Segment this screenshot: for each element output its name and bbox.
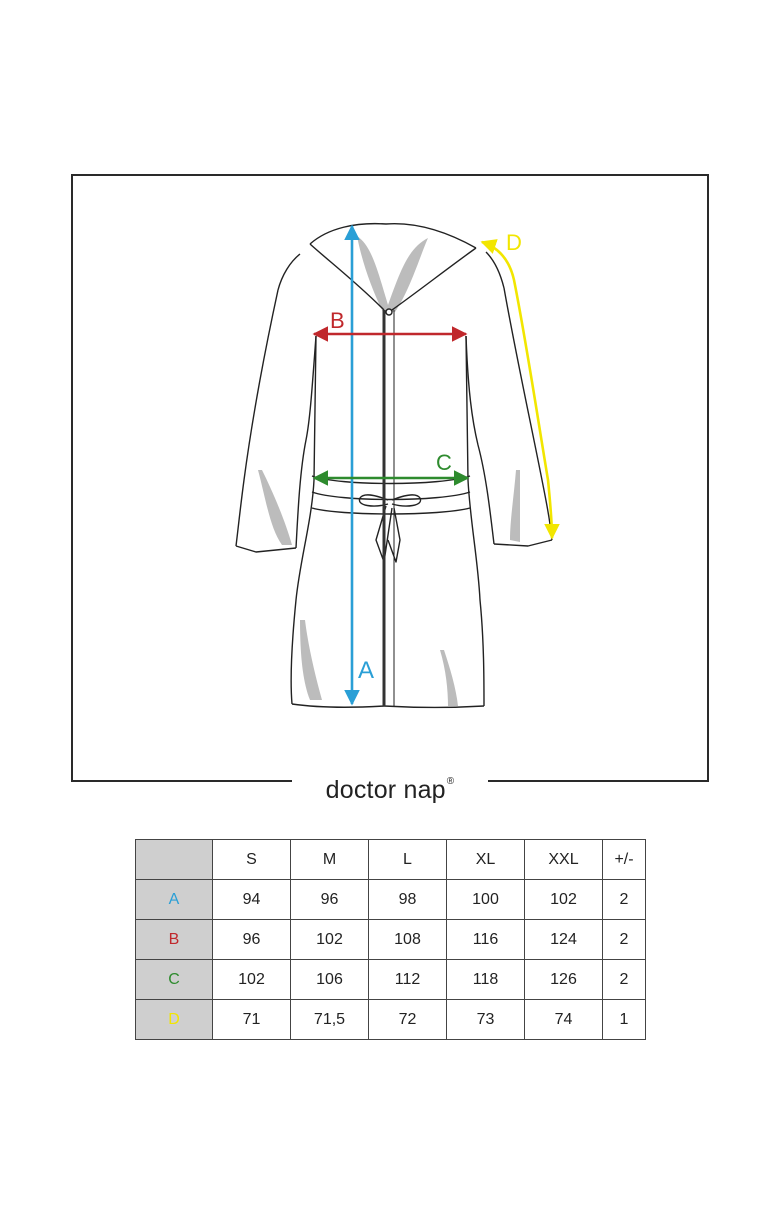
- table-cell: 74: [524, 999, 603, 1040]
- header-row: S M L XL XXL +/-: [135, 839, 646, 880]
- measure-b: B: [312, 308, 468, 342]
- table-cell: 112: [368, 959, 447, 1000]
- header-size: XXL: [524, 839, 603, 880]
- table-cell: 118: [446, 959, 525, 1000]
- table-cell: 72: [368, 999, 447, 1040]
- table-cell: 71: [212, 999, 291, 1040]
- header-tolerance: +/-: [602, 839, 646, 880]
- header-corner: [135, 839, 213, 880]
- header-size: XL: [446, 839, 525, 880]
- brand-logo: doctor nap®: [292, 762, 488, 804]
- table-cell: 96: [290, 879, 369, 920]
- label-a: A: [358, 657, 374, 684]
- header-size: M: [290, 839, 369, 880]
- table-cell: 126: [524, 959, 603, 1000]
- measure-d: D: [480, 230, 560, 540]
- table-cell: 71,5: [290, 999, 369, 1040]
- tolerance-cell: 1: [602, 999, 646, 1040]
- robe-shading: [258, 236, 520, 706]
- table-cell: 94: [212, 879, 291, 920]
- table-cell: 100: [446, 879, 525, 920]
- table-cell: 73: [446, 999, 525, 1040]
- measure-a: A: [344, 224, 374, 706]
- measure-c: C: [312, 450, 470, 486]
- row-label-b: B: [135, 919, 213, 960]
- row-label-c: C: [135, 959, 213, 1000]
- brand-name: doctor nap: [325, 776, 446, 804]
- header-size: L: [368, 839, 447, 880]
- header-size: S: [212, 839, 291, 880]
- table-cell: 102: [212, 959, 291, 1000]
- brand-mark: ®: [446, 776, 455, 787]
- tolerance-cell: 2: [602, 879, 646, 920]
- size-table: S M L XL XXL +/- A 94 96 98 100 102 2 B …: [135, 839, 646, 1040]
- robe-illustration: A B C D: [235, 222, 560, 709]
- table-cell: 102: [290, 919, 369, 960]
- row-label-d: D: [135, 999, 213, 1040]
- label-b: B: [330, 308, 345, 333]
- tolerance-cell: 2: [602, 959, 646, 1000]
- table-row: C 102 106 112 118 126 2: [135, 959, 646, 1000]
- table-cell: 108: [368, 919, 447, 960]
- row-label-a: A: [135, 879, 213, 920]
- tolerance-cell: 2: [602, 919, 646, 960]
- table-row: B 96 102 108 116 124 2: [135, 919, 646, 960]
- label-c: C: [436, 450, 452, 475]
- table-cell: 98: [368, 879, 447, 920]
- table-cell: 102: [524, 879, 603, 920]
- table-cell: 124: [524, 919, 603, 960]
- table-cell: 96: [212, 919, 291, 960]
- label-d: D: [506, 230, 522, 255]
- table-cell: 116: [446, 919, 525, 960]
- table-cell: 106: [290, 959, 369, 1000]
- table-row: A 94 96 98 100 102 2: [135, 879, 646, 920]
- table-row: D 71 71,5 72 73 74 1: [135, 999, 646, 1040]
